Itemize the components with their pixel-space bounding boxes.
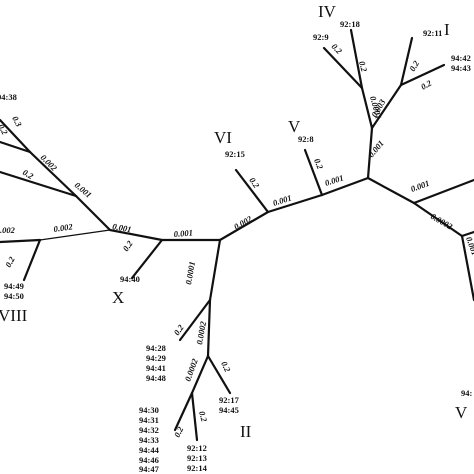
branch: [0, 140, 32, 154]
branch: [366, 176, 416, 205]
leaf-label: 94:48: [146, 373, 166, 383]
branch: [412, 178, 474, 205]
branch: [349, 28, 364, 90]
branch: [399, 63, 446, 87]
branch: [208, 238, 222, 302]
leaf-label: 94:28: [146, 343, 166, 353]
branch: [322, 46, 364, 90]
branches: [0, 28, 474, 442]
branch: [74, 194, 112, 232]
clade-labels: IV I VI V X VIII II V: [0, 2, 468, 441]
clade-label-vi: VI: [214, 128, 232, 147]
branch: [190, 391, 199, 442]
branch: [303, 148, 324, 197]
leaf-label: 92:18: [340, 19, 360, 29]
branch: [234, 168, 270, 214]
branch: [370, 83, 403, 130]
clade-label-ii: II: [240, 422, 252, 441]
leaf-label: 94:43: [451, 63, 471, 73]
branch-length-label: 0.2: [120, 238, 135, 253]
leaf-label: 94:46: [139, 455, 159, 465]
clade-label-viii: VIII: [0, 306, 28, 325]
branch-length-label: 0.001: [464, 235, 474, 256]
leaf-label: 92:11: [423, 28, 442, 38]
branch: [412, 201, 464, 238]
branch: [173, 391, 194, 432]
leaf-label: 94:45: [219, 405, 239, 415]
clade-label-iv: IV: [318, 2, 337, 21]
branch: [28, 150, 78, 198]
clade-label-x: X: [112, 288, 124, 307]
branch-length-label: 0.2: [330, 41, 345, 56]
leaf-label: 92:8: [298, 134, 314, 144]
branch: [130, 238, 164, 280]
branch: [218, 210, 270, 242]
clade-label-v-right: V: [455, 403, 468, 422]
branch-length-label: .002: [0, 225, 16, 235]
branch: [266, 193, 324, 214]
branch-length-label: 0.001: [366, 138, 386, 159]
branch-length-label: 0.2: [172, 424, 186, 439]
leaf-label: 94:31: [139, 415, 159, 425]
branch-length-label: 0.2: [407, 58, 421, 73]
leaf-label: 94:41: [146, 363, 166, 373]
branch: [0, 238, 42, 244]
branch: [0, 170, 78, 198]
branch: [0, 118, 32, 154]
leaf-label: 94:38: [0, 92, 17, 102]
branch: [460, 230, 474, 238]
branch-length-label: 0.2: [197, 410, 210, 424]
branch-length-label: 0.2: [3, 254, 17, 269]
branch-length-label: 0.2: [0, 122, 10, 137]
branch-length-label: 0.002: [53, 221, 74, 234]
branch: [366, 126, 374, 180]
branch-length-label: 0.2: [419, 77, 434, 91]
branch-length-label: 0.2: [357, 60, 370, 74]
branch-length-label: 0.001: [324, 172, 345, 187]
leaf-label: 92:17: [219, 395, 240, 405]
leaf-label: 92:9: [313, 32, 329, 42]
branch: [460, 234, 474, 302]
leaf-label: 94:40: [120, 274, 140, 284]
leaf-label: 94:: [461, 388, 473, 398]
branch: [22, 238, 42, 282]
branch: [178, 298, 212, 342]
branch-length-label: 0.0001: [183, 261, 197, 286]
branch: [320, 176, 370, 197]
leaf-label: 92:13: [187, 453, 207, 463]
clade-label-i: I: [444, 20, 450, 39]
branch-length-label: 0.001: [409, 178, 430, 194]
leaf-label: 94:32: [139, 425, 159, 435]
branch: [206, 298, 212, 358]
leaf-label: 94:50: [4, 291, 24, 301]
leaf-label: 94:30: [139, 405, 159, 415]
leaf-label: 92:15: [225, 149, 245, 159]
leaf-labels: 94:38 92:18 92:9 92:11 94:42 94:43 92:15…: [0, 19, 473, 474]
branch-length-label: 0.002: [232, 213, 254, 232]
branch-length-label: 0.001: [173, 227, 193, 239]
clade-label-v: V: [288, 117, 301, 136]
branch: [399, 36, 414, 87]
leaf-label: 94:42: [451, 53, 471, 63]
branch-length-label: 0.2: [219, 360, 233, 375]
branch-length-label: 0.001: [112, 221, 133, 234]
branch: [190, 354, 210, 395]
leaf-label: 92:12: [187, 443, 207, 453]
branch: [206, 354, 232, 395]
leaf-label: 94:44: [139, 445, 160, 455]
leaf-label: 94:33: [139, 435, 159, 445]
branch-length-label: 0.2: [312, 157, 326, 171]
branch: [39, 229, 111, 241]
leaf-label: 94:29: [146, 353, 166, 363]
branch: [360, 86, 374, 130]
branch-length-label: 0.3: [10, 114, 24, 129]
leaf-label: 94:49: [4, 281, 24, 291]
branch: [108, 228, 164, 242]
leaf-label: 92:14: [187, 463, 208, 473]
leaf-label: 94:47: [139, 464, 160, 474]
branch-length-label: 0.0002: [194, 320, 208, 345]
branch-length-labels: 0.3 0.2 0.002 0.2 0.001 .002 0.002 0.001…: [0, 41, 474, 439]
